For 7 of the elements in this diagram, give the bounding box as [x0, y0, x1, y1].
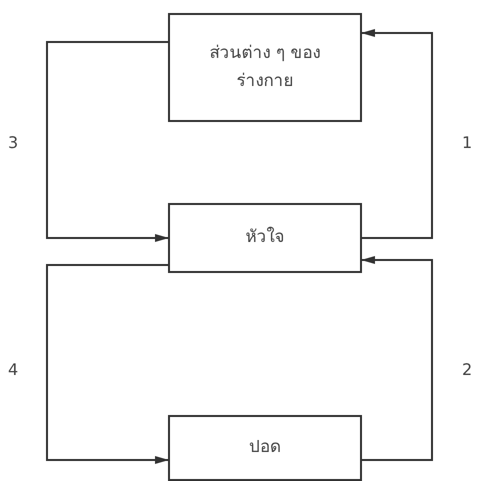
- process-box: หัวใจ: [168, 203, 362, 273]
- arrow: [361, 256, 433, 461]
- arrow: [361, 29, 433, 239]
- process-box: ส่วนต่าง ๆ ของ ร่างกาย: [168, 13, 362, 122]
- process-box: ปอด: [168, 415, 362, 481]
- arrow: [46, 41, 169, 242]
- arrow: [46, 264, 169, 464]
